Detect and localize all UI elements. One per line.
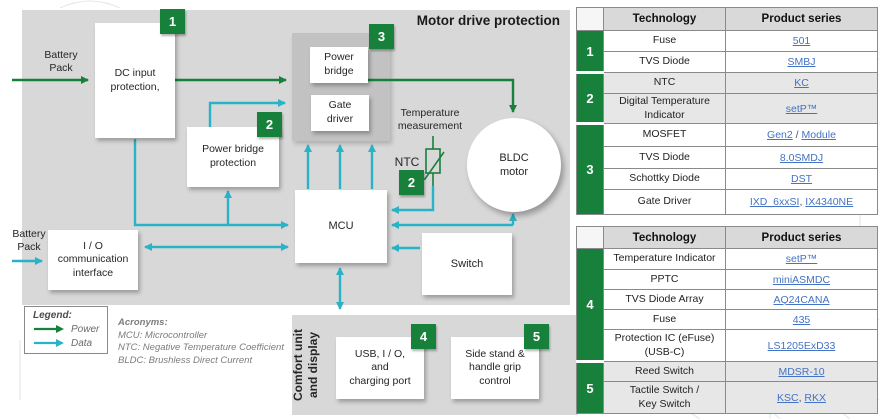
legend-box: Legend: Power Data <box>24 306 108 354</box>
badge-2-power-bridge-protection: 2 <box>257 112 282 137</box>
product-table-1: Technology Product series 1 Fuse 501 TVS… <box>576 7 878 215</box>
legend-power-label: Power <box>71 323 100 335</box>
io-communication-interface-label: I / O communication interface <box>57 239 129 279</box>
table-row: Digital Temperature Indicator setP™ <box>577 93 878 124</box>
acronym-bldc: BLDC: Brushless Direct Current <box>118 354 253 366</box>
product-link-501[interactable]: 501 <box>792 35 811 47</box>
table2-header-technology: Technology <box>603 226 726 249</box>
badge-1: 1 <box>160 9 185 34</box>
table-row: Tactile Switch / Key Switch KSC, RKX <box>577 381 878 414</box>
acronyms-block: Acronyms: MCU: Microcontroller NTC: Nega… <box>118 317 318 367</box>
group-number-1: 1 <box>576 30 604 73</box>
ntc-label: NTC <box>394 155 420 169</box>
dc-input-protection-label: DC input protection, <box>110 66 160 93</box>
product-link-rkx[interactable]: RKX <box>804 391 827 404</box>
product-link-setp[interactable]: setP™ <box>785 102 818 115</box>
group-number-5: 5 <box>576 360 604 414</box>
side-stand-handle-grip-label: Side stand & handle grip control <box>465 347 525 387</box>
table-row: 2 NTC KC <box>576 71 878 124</box>
bldc-motor-label: BLDC motor <box>499 151 529 178</box>
table-row: Schottky Diode DST <box>577 168 878 190</box>
table-row: 5 Reed Switch MDSR-10 <box>576 360 878 414</box>
product-link-kc[interactable]: KC <box>794 77 809 89</box>
mcu-label: MCU <box>328 220 354 233</box>
badge-3: 3 <box>369 24 394 49</box>
product-link-ixd-6xxsi[interactable]: IXD_6xxSI <box>749 196 800 208</box>
product-link-8-0smdj[interactable]: 8.0SMDJ <box>779 151 824 164</box>
product-link-module[interactable]: Module <box>801 129 836 141</box>
legend-title: Legend: <box>33 310 72 321</box>
switch-label: Switch <box>450 257 484 270</box>
battery-pack-bottom-label: Battery Pack <box>12 228 46 254</box>
table2-header-product-series: Product series <box>725 226 878 249</box>
data-arrow-icon <box>34 339 64 347</box>
table-row: 1 Fuse 501 <box>576 30 878 73</box>
product-table-2: Technology Product series 4 Temperature … <box>576 226 878 414</box>
table-row: TVS Diode Array AQ24CANA <box>577 289 878 310</box>
power-arrow-icon <box>34 325 64 333</box>
table-row: 3 MOSFET Gen2 / Module <box>576 122 878 215</box>
product-link-smbj[interactable]: SMBJ <box>787 56 816 68</box>
table-row: Gate Driver IXD_6xxSI, IX4340NE <box>577 189 878 215</box>
badge-2-ntc: 2 <box>399 170 424 195</box>
table2-corner-cell <box>576 226 604 249</box>
table1-header-product-series: Product series <box>725 7 878 31</box>
mcu-block: MCU <box>295 190 387 263</box>
dc-input-protection-block: DC input protection, <box>95 23 175 138</box>
product-link-gen2[interactable]: Gen2 <box>767 129 793 141</box>
table1-header-technology: Technology <box>603 7 726 31</box>
bldc-motor-block: BLDC motor <box>467 118 561 212</box>
power-bridge-protection-label: Power bridge protection <box>202 143 264 169</box>
product-link-aq24cana[interactable]: AQ24CANA <box>773 293 830 306</box>
io-communication-interface-block: I / O communication interface <box>48 230 138 290</box>
product-link-dst[interactable]: DST <box>791 173 812 185</box>
table-row: PPTC miniASMDC <box>577 269 878 290</box>
product-link-ksc[interactable]: KSC <box>776 391 799 404</box>
product-link-miniasmdc[interactable]: miniASMDC <box>772 273 831 286</box>
product-link-ls1205exd33[interactable]: LS1205ExD33 <box>767 339 836 352</box>
table-row: TVS Diode SMBJ <box>577 51 878 73</box>
product-link-mdsr-10[interactable]: MDSR-10 <box>778 365 825 378</box>
acronyms-title: Acronyms: <box>118 317 168 328</box>
group-number-3: 3 <box>576 122 604 215</box>
legend-data-label: Data <box>71 337 93 349</box>
badge-4: 4 <box>411 324 436 349</box>
table-row: Protection IC (eFuse) (USB-C) LS1205ExD3… <box>577 329 878 362</box>
table1-corner-cell <box>576 7 604 31</box>
product-link-435[interactable]: 435 <box>792 313 811 326</box>
group-number-4: 4 <box>576 248 604 362</box>
product-link-setp2[interactable]: setP™ <box>785 253 818 265</box>
group-number-2: 2 <box>576 71 604 124</box>
battery-pack-top-label: Battery Pack <box>44 49 78 75</box>
switch-block: Switch <box>422 233 512 295</box>
usb-io-charging-port-label: USB, I / O, and charging port <box>349 347 411 387</box>
badge-5: 5 <box>524 324 549 349</box>
acronym-mcu: MCU: Microcontroller <box>118 329 208 341</box>
power-bridge-label: Power bridge <box>324 51 354 77</box>
gate-driver-label: Gate driver <box>326 99 354 125</box>
table-row: 4 Temperature Indicator setP™ <box>576 248 878 362</box>
product-link-ix4340ne[interactable]: IX4340NE <box>805 196 854 208</box>
table-row: Fuse 435 <box>577 309 878 330</box>
diagram-title: Motor drive protection <box>416 13 560 28</box>
temperature-measurement-label: Temperature measurement <box>397 107 463 133</box>
gate-driver-block: Gate driver <box>311 95 369 131</box>
power-bridge-block: Power bridge <box>310 47 368 83</box>
acronym-ntc: NTC: Negative Temperature Coefficient <box>118 342 284 354</box>
table-row: TVS Diode 8.0SMDJ <box>577 146 878 169</box>
